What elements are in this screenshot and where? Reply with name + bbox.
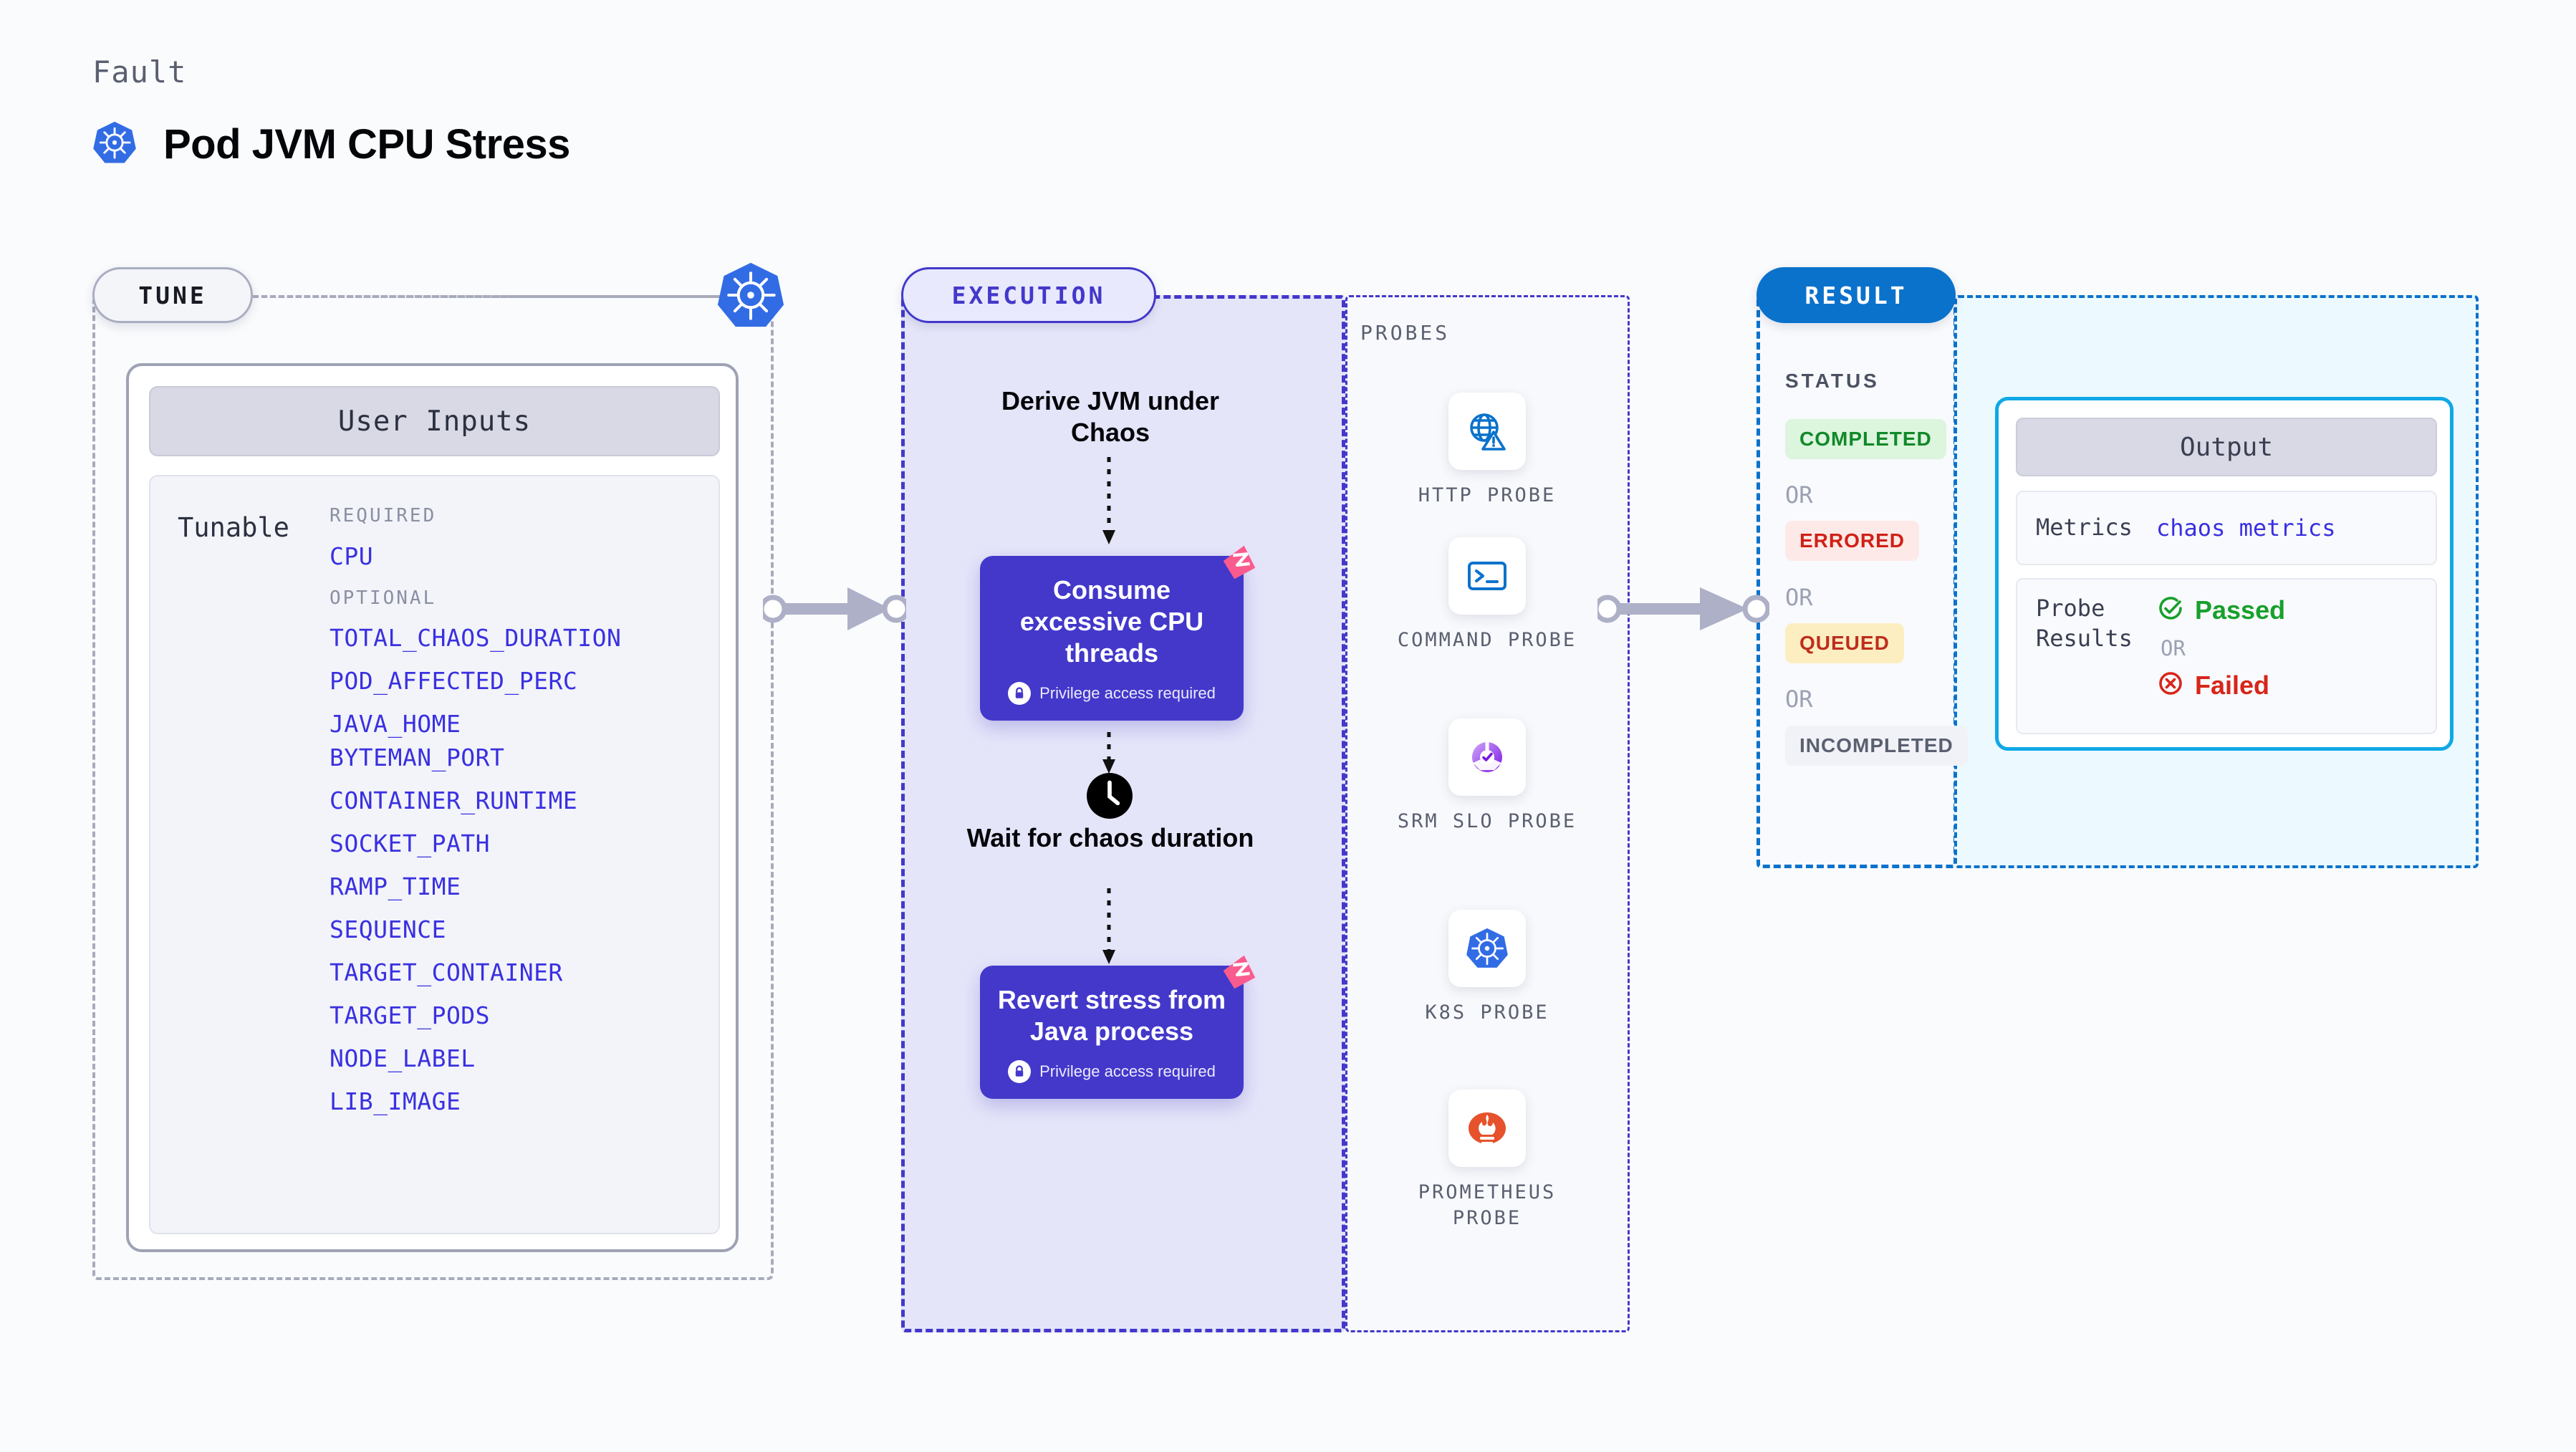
litmus-flag-icon [1216,540,1261,588]
or-separator: OR [2161,636,2186,660]
or-separator: OR [1785,584,1813,611]
parameter-item[interactable]: LIB_IMAGE [330,1087,461,1115]
probe-results-key: Probe Results [2036,595,2133,652]
required-section-label: REQUIRED [330,505,437,527]
status-label: STATUS [1785,370,1880,392]
result-badge[interactable]: RESULT [1756,267,1956,323]
parameter-item[interactable]: CONTAINER_RUNTIME [330,787,578,814]
probe-label: COMMAND PROBE [1397,629,1577,651]
parameter-item[interactable]: NODE_LABEL [330,1044,476,1072]
prometheus-icon [1448,1090,1526,1167]
probe-failed-label: Failed [2195,670,2270,700]
execution-badge[interactable]: EXECUTION [901,267,1156,323]
parameter-item[interactable]: TOTAL_CHAOS_DURATION [330,624,622,652]
flow-arrow-icon [1100,732,1118,780]
check-circle-icon [2156,594,2185,626]
metrics-value-link[interactable]: chaos metrics [2156,514,2336,542]
status-badge-errored: ERRORED [1785,521,1920,561]
output-card: Output Metrics chaos metrics Probe Resul… [1995,397,2454,751]
parameter-item[interactable]: TARGET_CONTAINER [330,958,563,986]
probes-label: PROBES [1360,321,1451,345]
flow-arrow-icon [1100,888,1118,971]
lock-icon [1008,1059,1032,1083]
tunable-label: Tunable [178,512,289,543]
status-badge-queued: QUEUED [1785,623,1904,663]
probe-label: K8S PROBE [1425,1001,1549,1024]
output-title: Output [2016,418,2437,476]
probe-label: SRM SLO PROBE [1397,810,1577,832]
optional-section-label: OPTIONAL [330,587,437,609]
clock-icon [1086,772,1133,823]
tune-badge[interactable]: TUNE [92,267,253,323]
execution-step-title: Revert stress from Java process [997,985,1226,1046]
terminal-icon [1448,537,1526,615]
user-inputs-title: User Inputs [149,386,720,456]
globe-warning-icon [1448,393,1526,470]
flow-arrow-icon [1100,457,1118,552]
litmus-flag-icon [1216,950,1261,998]
probe-results-values: Passed OR Failed [2156,594,2285,718]
execution-step-title: Consume excessive CPU threads [1019,575,1204,668]
tunable-body: Tunable REQUIRED CPU OPTIONAL TOTAL_CHAO… [149,475,720,1234]
privilege-note-row: Privilege access required [993,681,1231,705]
output-row-probe-results: Probe Results Passed OR [2016,578,2437,734]
execution-step-card[interactable]: Consume excessive CPU threads Privilege … [980,545,1256,721]
tune-to-execution-arrow [759,579,910,643]
user-inputs-card: User Inputs Tunable REQUIRED CPU OPTIONA… [126,363,739,1252]
parameter-item[interactable]: RAMP_TIME [330,872,461,900]
probe-label: PROMETHEUS PROBE [1418,1181,1557,1230]
status-badge-incompleted: INCOMPLETED [1785,726,1968,766]
privilege-note: Privilege access required [1039,1062,1216,1080]
page-kicker: Fault [92,54,187,90]
parameter-list: REQUIRED CPU OPTIONAL TOTAL_CHAOS_DURATI… [330,505,702,1115]
execution-to-result-arrow [1593,579,1771,643]
page-title-row: Pod JVM CPU Stress [92,120,570,168]
probe-label: HTTP PROBE [1418,484,1557,506]
parameter-item[interactable]: BYTEMAN_PORT [330,744,505,771]
execution-step-text: Wait for chaos duration [966,823,1254,852]
output-row-metrics: Metrics chaos metrics [2016,491,2437,565]
kubernetes-icon [716,261,785,333]
probe-result-failed: Failed [2156,669,2285,701]
parameter-item[interactable]: SEQUENCE [330,915,446,943]
probe-item-k8s[interactable]: K8S PROBE [1380,910,1595,1026]
or-separator: OR [1785,686,1813,713]
parameter-item[interactable]: TARGET_PODS [330,1001,491,1029]
kubernetes-icon [1448,910,1526,987]
privilege-note-row: Privilege access required [993,1059,1231,1083]
probe-item-http[interactable]: HTTP PROBE [1380,393,1595,509]
status-badge-completed: COMPLETED [1785,419,1946,459]
required-parameter-list: CPU [330,542,702,570]
probe-item-srm-slo[interactable]: SRM SLO PROBE [1380,718,1595,835]
optional-parameter-list: TOTAL_CHAOS_DURATION POD_AFFECTED_PERC J… [330,624,702,1115]
probe-passed-label: Passed [2195,595,2286,625]
probe-result-passed: Passed [2156,594,2285,626]
parameter-item[interactable]: CPU [330,542,374,570]
privilege-note: Privilege access required [1039,683,1216,702]
parameter-item[interactable]: SOCKET_PATH [330,830,491,857]
x-circle-icon [2156,669,2185,701]
tune-top-dashed-line [253,295,719,298]
metrics-key: Metrics [2036,514,2133,542]
probe-item-command[interactable]: COMMAND PROBE [1380,537,1595,653]
parameter-item[interactable]: JAVA_HOME [330,710,461,738]
or-separator: OR [1785,481,1813,509]
kubernetes-icon [92,120,137,168]
srm-slo-icon [1448,718,1526,796]
probe-item-prometheus[interactable]: PROMETHEUS PROBE [1380,1090,1595,1232]
parameter-item[interactable]: POD_AFFECTED_PERC [330,667,578,695]
execution-step-text: Derive JVM under Chaos [1001,386,1220,447]
page-title: Pod JVM CPU Stress [163,121,570,168]
execution-step-card[interactable]: Revert stress from Java process Privileg… [980,955,1256,1099]
lock-icon [1008,681,1032,705]
